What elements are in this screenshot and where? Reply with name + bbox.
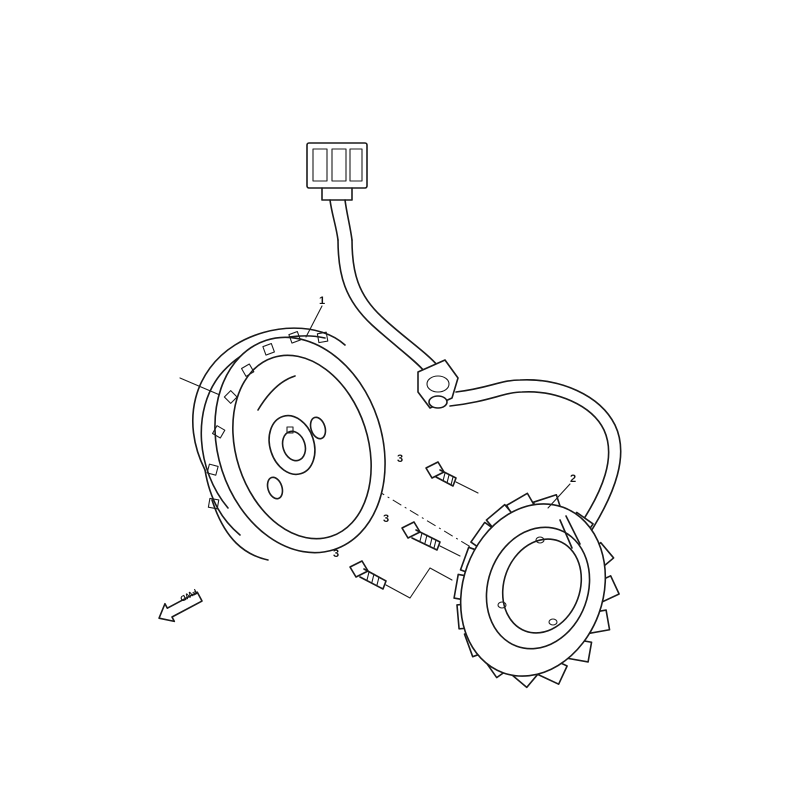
stator-leader-line xyxy=(547,483,571,509)
callout-bolt-top: 3 xyxy=(397,453,403,465)
callout-stator: 2 xyxy=(570,473,576,485)
bolt-bottom-leader xyxy=(385,567,453,599)
wire-harness xyxy=(306,142,622,549)
bolt-middle-leader xyxy=(439,545,461,557)
flywheel-rotor xyxy=(192,327,386,561)
cable-grommet xyxy=(417,359,459,409)
direction-arrow-icon: FWD xyxy=(158,587,203,623)
bolt-middle xyxy=(401,521,461,557)
callout-flywheel: 1 xyxy=(319,295,325,307)
callout-bolt-middle: 3 xyxy=(383,513,389,525)
flywheel-leader-line xyxy=(305,305,323,338)
bolt-top xyxy=(425,461,479,494)
bolt-bottom xyxy=(349,560,453,599)
bolt-top-leader xyxy=(455,481,479,494)
flywheel-magnet-slots xyxy=(206,330,329,510)
harness-connector xyxy=(306,142,368,201)
callout-bolt-bottom: 3 xyxy=(333,548,339,560)
